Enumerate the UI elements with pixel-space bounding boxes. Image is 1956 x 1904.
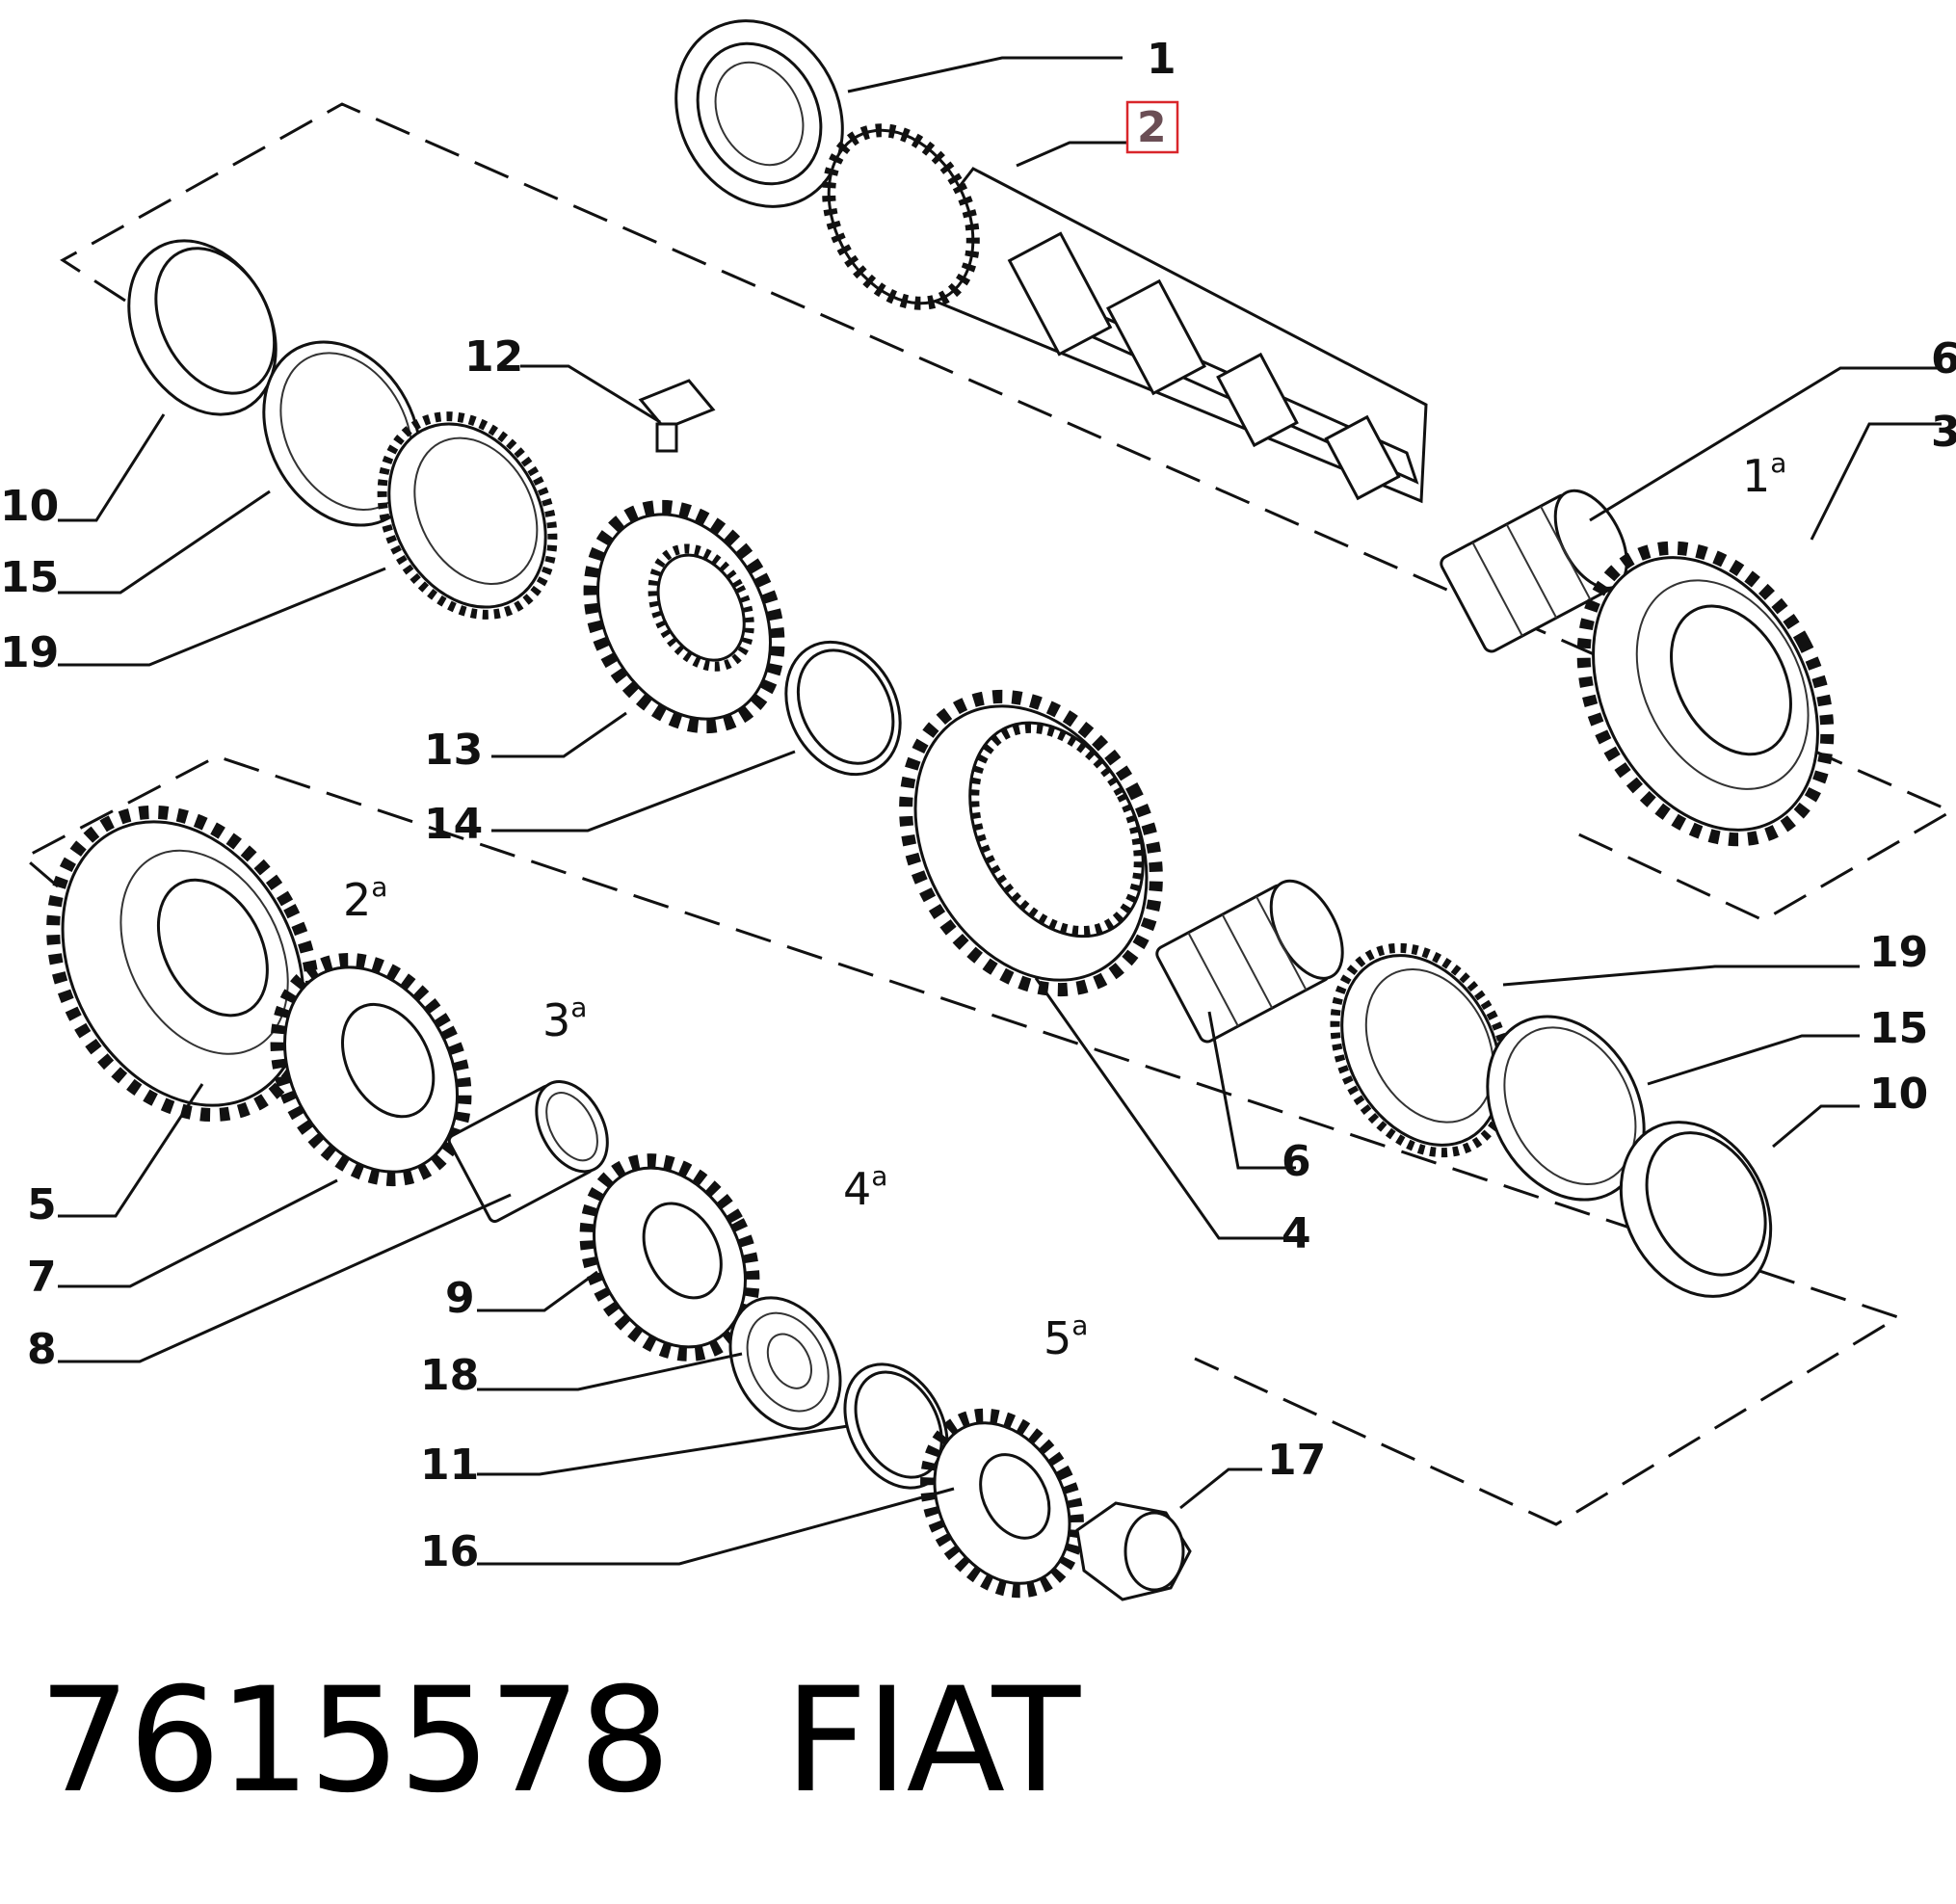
callout-6-upper: 6 — [1931, 334, 1956, 383]
lower-assembly-outline — [21, 754, 1902, 1526]
callout-9: 9 — [445, 1274, 475, 1323]
callout-15-lower: 15 — [1869, 1004, 1928, 1053]
gear-label-fifth: 5a — [1044, 1309, 1088, 1364]
leader-16 — [477, 1487, 955, 1566]
part-number-footer: 7615578 FIAT — [39, 1657, 1080, 1825]
leader-5 — [58, 1083, 204, 1218]
callout-13: 13 — [424, 726, 483, 775]
gear-label-fourth: 4a — [843, 1160, 887, 1215]
sync-ring-part-15-lower — [1486, 1015, 1646, 1202]
needle-bearing-part-6-lower — [1155, 879, 1344, 1044]
callout-18: 18 — [420, 1351, 479, 1400]
leader-11 — [477, 1424, 849, 1476]
gear-label-third: 3a — [542, 992, 587, 1046]
leader-2 — [1016, 141, 1127, 168]
callout-numbers: 1 2 6 3 12 10 15 19 13 14 19 15 10 6 4 5… — [0, 35, 1956, 1576]
leader-19b — [1502, 965, 1860, 987]
leader-19a — [58, 567, 386, 667]
part-number: 7615578 — [39, 1657, 671, 1825]
gear-label-first: 1a — [1742, 447, 1786, 502]
gear-label-second: 2a — [343, 871, 387, 926]
first-gear-part-3 — [1576, 541, 1835, 847]
fifth-gear-part-16 — [920, 1408, 1084, 1599]
synchro-ring-part-19-upper — [377, 411, 558, 620]
needle-bearing-part-6-upper — [1440, 489, 1628, 653]
leader-9 — [477, 1270, 598, 1312]
gear-labels: 1a 2a 3a 4a 5a — [343, 447, 1786, 1364]
callout-8: 8 — [27, 1325, 57, 1374]
leader-8 — [58, 1193, 512, 1363]
callout-3: 3 — [1931, 408, 1956, 457]
callout-19-upper: 19 — [0, 628, 59, 677]
sync-cone-part-10-lower — [1619, 1121, 1773, 1298]
callout-2[interactable]: 2 — [1137, 103, 1167, 152]
gear-part-5 — [46, 805, 320, 1123]
leader-1 — [847, 56, 1123, 93]
highlight-box-callout-2 — [1125, 100, 1179, 154]
upper-assembly-outline — [60, 102, 1955, 922]
leader-4 — [1034, 977, 1296, 1240]
snap-ring-part-11 — [843, 1362, 949, 1490]
callout-10-lower: 10 — [1869, 1070, 1928, 1119]
leader-13 — [491, 711, 627, 758]
sync-cone-part-10-upper — [127, 239, 278, 416]
leader-14 — [491, 750, 796, 833]
leader-15a — [58, 489, 271, 595]
brand-name: FIAT — [784, 1657, 1080, 1825]
callout-10-upper: 10 — [0, 482, 59, 531]
third-gear-part-9 — [579, 1153, 760, 1362]
callout-14: 14 — [424, 800, 483, 849]
leader-6b — [1207, 1011, 1296, 1170]
leader-3 — [1810, 422, 1942, 541]
leader-12 — [520, 364, 661, 424]
sliding-sleeve-part-4 — [899, 689, 1163, 997]
callout-17: 17 — [1267, 1436, 1326, 1485]
leader-lines — [58, 56, 1942, 1566]
leader-15b — [1647, 1034, 1860, 1086]
callout-7: 7 — [27, 1253, 57, 1302]
callout-5: 5 — [27, 1180, 57, 1230]
leader-6a — [1589, 366, 1942, 522]
leader-10a — [58, 413, 166, 522]
main-shaft-part-2 — [822, 123, 1428, 504]
callout-19-lower: 19 — [1869, 928, 1928, 977]
callout-15-upper: 15 — [0, 553, 59, 602]
second-gear-part-7 — [270, 952, 472, 1187]
nut-part-17 — [1075, 1501, 1192, 1601]
spacer-bushing-part-8 — [447, 1080, 609, 1224]
leader-17 — [1179, 1468, 1262, 1510]
synchro-ring-part-19-lower — [1330, 942, 1513, 1158]
leader-7 — [58, 1178, 338, 1288]
callout-11: 11 — [420, 1441, 479, 1490]
leader-10b — [1772, 1104, 1860, 1149]
callout-16: 16 — [420, 1527, 479, 1576]
callout-6-lower: 6 — [1282, 1137, 1311, 1186]
callout-4: 4 — [1282, 1209, 1311, 1258]
callout-12: 12 — [464, 332, 523, 382]
assembly-outlines — [21, 102, 1955, 1526]
leader-18 — [477, 1352, 743, 1391]
disc-part-18 — [728, 1296, 842, 1431]
snap-ring-part-14 — [784, 640, 902, 777]
callout-1: 1 — [1147, 35, 1176, 84]
bearing-part-1 — [674, 19, 844, 208]
synchro-hub-part-13 — [583, 499, 785, 734]
